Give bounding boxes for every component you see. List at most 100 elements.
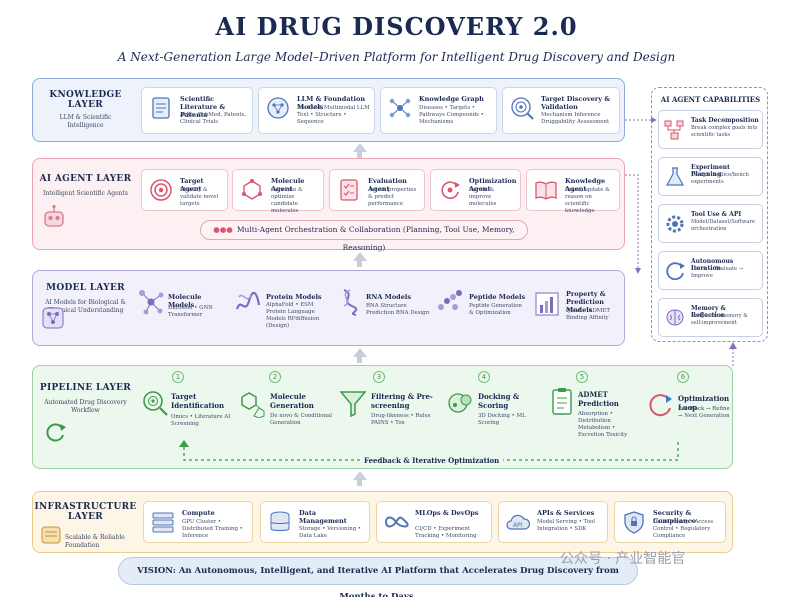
capabilities-panel: AI AGENT CAPABILITIES Task Decomposition… — [651, 87, 768, 342]
card-property-models: Property & Prediction Models QSAR • ADME… — [532, 283, 624, 338]
feedback-label: Feedback & Iterative Optimization — [360, 456, 504, 465]
knowledge-layer-sub: LLM & Scientific Intelligence — [59, 114, 112, 129]
model-layer-sub: AI Models for Biological & Chemical Unde… — [45, 299, 126, 314]
card-evaluation-agent: Evaluation Agent Assess properties & pre… — [329, 169, 425, 211]
book-icon — [535, 181, 557, 200]
arrow-stem-1 — [357, 152, 362, 158]
capability-tool-use: Tool Use & API Model/Dataset/Software or… — [658, 204, 763, 243]
card-knowledge-agent: Knowledge Agent Learn, update & reason o… — [526, 169, 620, 214]
pipeline-to-capabilities-arrow — [729, 342, 737, 366]
graph-icon — [389, 98, 411, 118]
checklist-icon — [340, 179, 358, 201]
card-target-agent: Target Agent Identify & validate novel t… — [141, 169, 228, 211]
infra-layer-sub: Scalable & Reliable Foundation — [65, 534, 125, 549]
orchestration-banner: ●●●Multi-Agent Orchestration & Collabora… — [200, 220, 528, 252]
model-layer: MODEL LAYER AI Models for Biological & C… — [32, 270, 625, 346]
agent-layer-sub: Intelligent Scientific Agents — [43, 190, 129, 197]
shield-icon — [624, 511, 644, 534]
step-6-number: 6 — [677, 371, 689, 383]
hexagon-molecule-icon — [241, 392, 265, 418]
card-compute: Compute GPU Cluster • Distributed Traini… — [143, 501, 253, 543]
agent-layer: AI AGENT LAYER Intelligent Scientific Ag… — [32, 158, 625, 250]
page-title: AI DRUG DISCOVERY 2.0 — [215, 12, 578, 41]
document-icon — [152, 97, 170, 119]
card-molecule-agent: Molecule Agent Generate & optimize candi… — [232, 169, 324, 214]
card-protein-models: Protein Models AlphaFold • ESM Protein L… — [233, 283, 333, 338]
capability-connectors — [625, 117, 657, 274]
clipboard-icon — [552, 388, 572, 415]
card-optimization-agent: Optimization Agent Iterate & improve mol… — [430, 169, 521, 211]
capability-autonomous-iteration: Autonomous Iteration Learn → Evaluate → … — [658, 251, 763, 290]
agent-layer-header: AI AGENT LAYER Intelligent Scientific Ag… — [33, 159, 138, 198]
watermark: 公众号 · 产业智能官 — [560, 551, 686, 567]
capability-task-decomposition: Task Decomposition Break complex goals i… — [658, 110, 763, 149]
arrow-up-4 — [353, 471, 367, 480]
step-5-number: 5 — [576, 371, 588, 383]
step-2-number: 2 — [269, 371, 281, 383]
step-admet: ADMET Prediction Absorption • Distributi… — [547, 386, 647, 446]
robot-icon — [44, 204, 64, 227]
cycle-icon — [441, 181, 460, 199]
loop-icon — [649, 394, 672, 417]
capability-experiment-planning: Experiment Planning Design in silico/ben… — [658, 157, 763, 196]
server-icon — [152, 512, 174, 533]
card-data-management: Data Management Storage • Versioning • D… — [260, 501, 370, 543]
task-tree-icon — [664, 120, 684, 140]
vision-banner: VISION: An Autonomous, Intelligent, and … — [118, 557, 638, 597]
flask-icon — [665, 167, 685, 186]
rna-icon — [343, 289, 358, 316]
card-target-discovery: Target Discovery & Validation Mechanism … — [502, 87, 620, 134]
api-cloud-icon: API — [506, 514, 531, 530]
infinity-icon — [384, 516, 409, 528]
bar-chart-icon — [535, 292, 559, 316]
step-4-number: 4 — [478, 371, 490, 383]
molecule-icon — [242, 179, 262, 200]
step-optimization-loop: Optimization Loop Feedback → Refine → Ne… — [645, 390, 735, 440]
capability-memory-reflection: Memory & Reflection Long-term memory & s… — [658, 298, 763, 337]
model-layer-title: MODEL LAYER — [46, 283, 125, 293]
network-icon — [42, 307, 64, 329]
gear-icon — [666, 215, 684, 233]
page-subtitle: A Next-Generation Large Model–Driven Pla… — [117, 50, 676, 64]
model-layer-header: MODEL LAYER AI Models for Biological & C… — [33, 271, 138, 315]
step-filtering: Filtering & Pre-screening Drug-likeness … — [338, 388, 443, 443]
card-scientific-literature: Scientific Literature & Patents ArXiv, P… — [141, 87, 253, 134]
pipeline-layer-title: PIPELINE LAYER — [39, 383, 132, 393]
step-target-identification: Target Identification Omics • Literature… — [140, 388, 235, 443]
step-1-number: 1 — [172, 371, 184, 383]
card-mlops: MLOps & DevOps CI/CD • Experiment Tracki… — [376, 501, 492, 543]
molecule-graph-icon — [139, 290, 164, 315]
bullseye-icon — [150, 179, 172, 201]
pipeline-layer-header: PIPELINE LAYER Automated Drug Discovery … — [33, 366, 138, 415]
arrow-stem-2 — [357, 261, 362, 267]
card-peptide-models: Peptide Models Peptide Generation & Opti… — [435, 283, 531, 333]
funnel-icon — [339, 391, 367, 418]
docking-icon — [448, 393, 472, 413]
card-llm-foundation: LLM & Foundation Models Bio-LLM, Multimo… — [258, 87, 375, 134]
layers-icon — [41, 526, 61, 544]
arrow-stem-3 — [357, 357, 362, 363]
sync-icon — [46, 423, 66, 442]
card-apis-services: API APIs & Services Model Serving • Tool… — [498, 501, 608, 543]
database-icon — [270, 511, 290, 531]
capabilities-title: AI AGENT CAPABILITIES — [660, 95, 761, 104]
people-icon: ●●● — [213, 225, 233, 234]
target-search-icon — [511, 97, 534, 120]
svg-text:API: API — [513, 522, 523, 529]
card-rna-models: RNA Models RNA Structure Prediction RNA … — [336, 283, 436, 333]
step-docking-scoring: Docking & Scoring 3D Docking • ML Scorin… — [446, 388, 546, 443]
protein-icon — [235, 291, 261, 310]
pipeline-layer: PIPELINE LAYER Automated Drug Discovery … — [32, 365, 733, 469]
target-magnifier-icon — [143, 391, 168, 416]
refresh-icon — [666, 262, 685, 281]
agent-layer-title: AI AGENT LAYER — [39, 174, 132, 184]
card-molecule-models: Molecule Models Diffusion • GNN Transfor… — [136, 283, 231, 333]
arrow-up-1 — [353, 143, 367, 152]
arrow-up-3 — [353, 348, 367, 357]
